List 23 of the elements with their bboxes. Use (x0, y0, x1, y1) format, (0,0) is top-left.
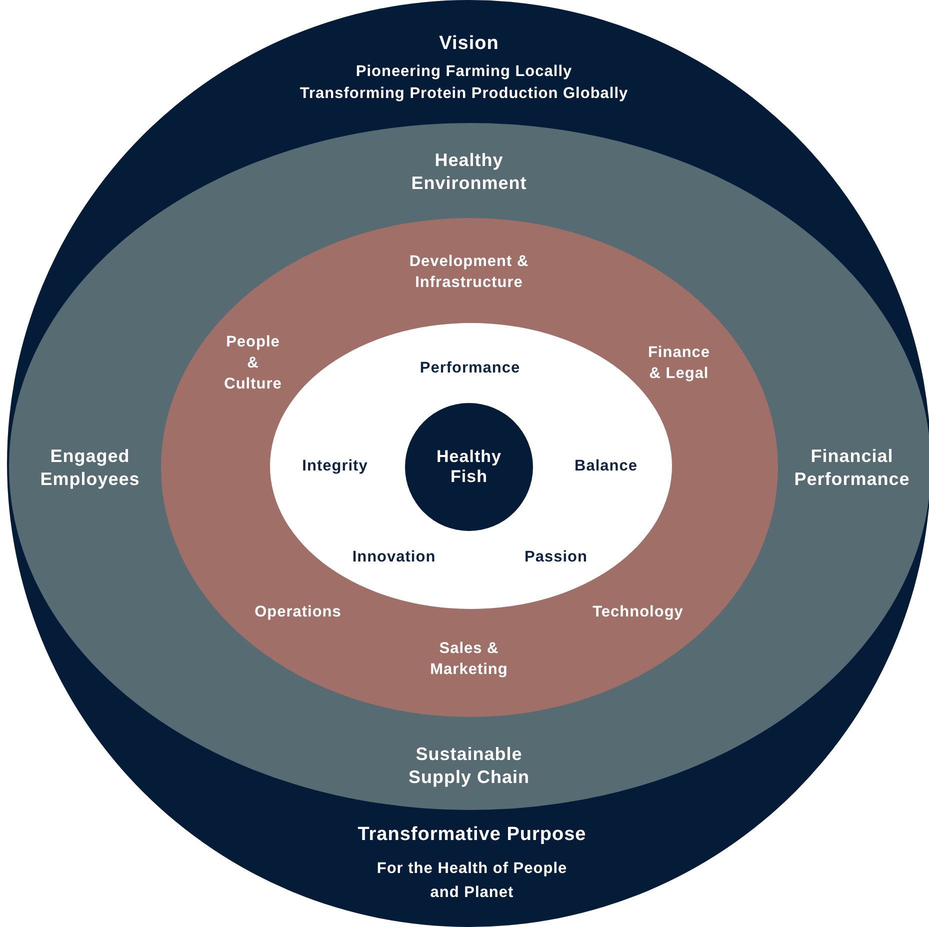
label: Technology (592, 602, 684, 622)
label: Finance & Legal (648, 343, 710, 384)
label: Sales & Marketing (430, 639, 508, 680)
center-circle (405, 403, 533, 531)
heading: Transformative Purpose (356, 823, 588, 847)
label: Performance (418, 358, 522, 378)
label: Sustainable Supply Chain (407, 743, 530, 789)
label: Development & Infrastructure (408, 252, 530, 293)
description: For the Health of People and Planet (376, 859, 568, 903)
label: Financial Performance (793, 445, 911, 491)
label: Integrity (301, 456, 369, 476)
subheading: Pioneering Farming Locally (354, 62, 574, 82)
label: Balance (574, 456, 638, 476)
heading: Vision (438, 32, 500, 56)
label: Engaged Employees (39, 445, 141, 491)
label: Innovation (351, 548, 437, 568)
subheading: Transforming Protein Production Globally (298, 84, 630, 104)
label: Operations (254, 602, 342, 622)
label: Passion (524, 548, 588, 568)
middle-ellipse (161, 218, 778, 717)
label: Healthy Environment (410, 149, 528, 195)
label: Healthy Fish (436, 447, 502, 487)
label: People & Culture (224, 332, 282, 394)
